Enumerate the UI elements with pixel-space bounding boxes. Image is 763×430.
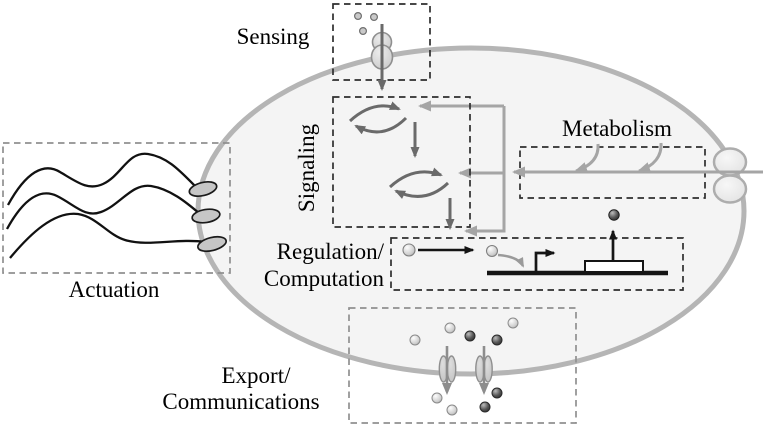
transcription-factor-dot [402,243,416,257]
flagellar-motor-icon [196,235,228,253]
importer-channel-icon [712,174,748,204]
actuation-module: Actuation [2,142,231,302]
flagellar-motor-icon [191,208,221,224]
flagellum-icon [5,184,201,230]
reaction-cycle-icon [354,116,408,135]
transcription-factor-dot [485,244,499,258]
export-channel-icon [446,355,457,383]
metabolism-module: Metabolism [512,116,763,204]
regulation-label-line1: Regulation/ [277,239,385,264]
sensing-label: Sensing [237,24,310,49]
reaction-cycle-icon [394,181,450,199]
regulation-box [390,237,684,291]
actuation-label: Actuation [69,277,160,302]
export-box [348,307,577,424]
flagellum-icon [6,152,197,206]
signal-molecule-dot [446,404,458,416]
reaction-cycle-icon [348,101,401,123]
promoter-arrow-icon [534,249,556,271]
signaling-label: Signaling [294,123,319,212]
signal-molecule-dot [444,322,456,334]
signal-molecule-dot [409,334,421,346]
signal-molecule-dot [479,401,491,413]
export-label-line2: Communications [162,389,319,414]
feedback-line-to-regulation [464,106,506,237]
feedback-lines [418,100,506,237]
export-module: Export/ Communications [162,307,577,424]
signaling-module: Signaling [294,96,471,230]
gene-box [584,260,644,273]
ligand-dot [370,13,379,22]
ligand-dot [354,12,363,21]
signal-molecule-dot [507,317,519,329]
signal-molecule-dot [431,392,443,404]
signal-molecule-dot [491,387,503,399]
export-label-line1: Export/ [222,363,292,388]
metabolic-reaction-arrow [574,143,600,173]
ligand-dot [359,27,368,36]
signal-molecule-dot [464,330,476,342]
flagellar-motor-icon [188,180,218,198]
protein-product-dot [608,209,620,221]
cell-membrane [195,45,747,377]
sensing-module: Sensing [237,3,431,91]
regulation-module: Regulation/ Computation [264,209,684,291]
signal-molecule-dot [491,334,503,346]
signaling-box [332,96,471,228]
regulation-label-line2: Computation [264,266,385,291]
metabolic-reaction-arrow [637,142,663,173]
metabolism-label: Metabolism [562,116,672,141]
reaction-cycle-icon [388,167,443,189]
binding-arrow [497,253,525,268]
flagellum-icon [9,212,207,259]
actuation-box [2,142,231,274]
